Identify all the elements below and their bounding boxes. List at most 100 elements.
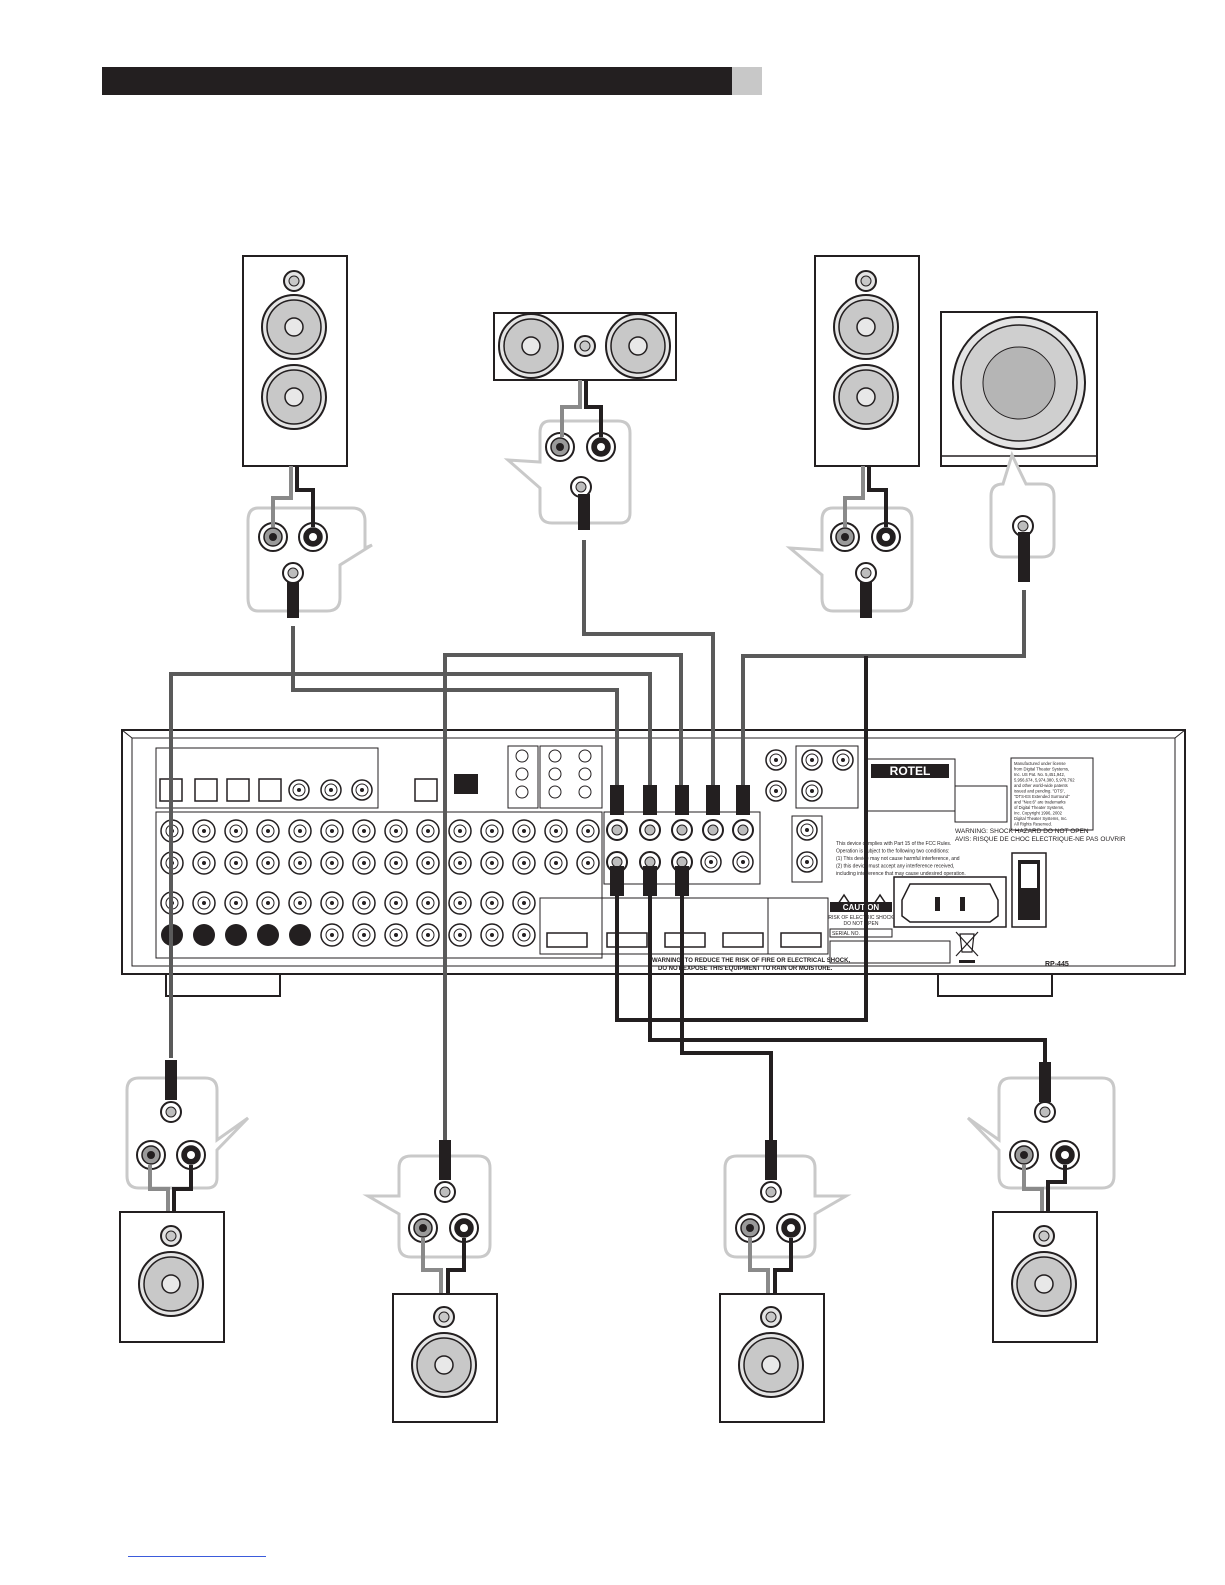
rca-jack bbox=[384, 891, 408, 915]
subwoofer bbox=[940, 311, 1098, 467]
front-right-callout bbox=[785, 466, 914, 613]
surround-back-left-speaker bbox=[392, 1293, 498, 1423]
rca-jack bbox=[320, 819, 344, 843]
rca-jack bbox=[352, 819, 376, 843]
dts-license-line: Inc. Copyright 1996, 2002 bbox=[1014, 811, 1063, 816]
dts-license-line: Digital Theater Systems, Inc. bbox=[1014, 816, 1067, 821]
rca-jack bbox=[192, 851, 216, 875]
rca-jack bbox=[288, 819, 312, 843]
zone-jacks bbox=[507, 745, 603, 809]
rca-jack bbox=[480, 819, 504, 843]
rca-jack bbox=[320, 891, 344, 915]
rca-jack bbox=[192, 891, 216, 915]
fcc-text: This device complies with Part 15 of the… bbox=[836, 841, 966, 877]
shock-warning-fr: AVIS: RISQUE DE CHOC ELECTRIQUE-NE PAS O… bbox=[955, 836, 1126, 843]
center-callout bbox=[503, 380, 632, 525]
rca-jack bbox=[288, 851, 312, 875]
rca-jack bbox=[352, 891, 376, 915]
fcc-line: Operation is subject to the following tw… bbox=[836, 849, 949, 855]
dts-license-line: and "Neo:6" are trademarks bbox=[1014, 800, 1066, 805]
rca-jack bbox=[480, 923, 504, 947]
rca-jack bbox=[320, 923, 344, 947]
dts-license-line: All Rights Reserved. bbox=[1014, 822, 1052, 827]
s-video-jack bbox=[225, 924, 247, 946]
rca-jack bbox=[320, 851, 344, 875]
rca-jack bbox=[448, 923, 472, 947]
cables bbox=[169, 540, 1047, 1140]
s-video-jack bbox=[257, 924, 279, 946]
rca-jack bbox=[448, 819, 472, 843]
rca-jack bbox=[288, 891, 312, 915]
bottom-rule bbox=[128, 1556, 266, 1557]
digital-input-section bbox=[155, 747, 478, 809]
analog-input-grid bbox=[155, 811, 603, 959]
rca-jack bbox=[416, 851, 440, 875]
subwoofer-callout bbox=[989, 450, 1056, 559]
rca-jack bbox=[480, 851, 504, 875]
rca-jack bbox=[416, 819, 440, 843]
header-bar bbox=[102, 67, 732, 95]
s-video-jack bbox=[193, 924, 215, 946]
rca-jack bbox=[416, 923, 440, 947]
fcc-line: This device complies with Part 15 of the… bbox=[836, 841, 951, 847]
rca-jack bbox=[480, 891, 504, 915]
dts-license-line: and other world-wide patents bbox=[1014, 783, 1068, 788]
surround-back-left-callout bbox=[362, 1140, 492, 1294]
serial-label: SERIAL NO. bbox=[832, 931, 860, 937]
weee-bin-icon bbox=[955, 931, 979, 963]
front-left-callout bbox=[246, 466, 373, 613]
fcc-line: (2) this device must accept any interfer… bbox=[836, 864, 954, 870]
caution-title: CAUTION bbox=[843, 903, 880, 912]
rca-jack bbox=[256, 851, 280, 875]
rca-jack bbox=[576, 819, 600, 843]
dts-license-line: Inc. US Pat. No. 5,451,942, bbox=[1014, 772, 1065, 777]
dts-license-line: from Digital Theater Systems, bbox=[1014, 767, 1069, 772]
caution-line2: DO NOT OPEN bbox=[844, 921, 879, 927]
rca-jack bbox=[416, 891, 440, 915]
speaker-end-plugs bbox=[287, 494, 1030, 618]
rca-jack bbox=[256, 819, 280, 843]
surround-left-speaker bbox=[119, 1211, 225, 1343]
center-speaker bbox=[493, 312, 677, 381]
shock-warning-en: WARNING: SHOCK HAZARD DO NOT OPEN bbox=[955, 828, 1089, 835]
rca-jack bbox=[544, 851, 568, 875]
rca-jack bbox=[512, 819, 536, 843]
s-video-jack bbox=[289, 924, 311, 946]
rca-jack bbox=[448, 891, 472, 915]
rca-jack bbox=[256, 891, 280, 915]
rca-jack bbox=[512, 923, 536, 947]
rca-jack bbox=[576, 851, 600, 875]
dts-license-line: 5,956,674, 5,974,380, 5,978,762 bbox=[1014, 778, 1075, 783]
rca-jack bbox=[224, 851, 248, 875]
front-left-speaker bbox=[242, 255, 348, 467]
warning-line1: WARNING: TO REDUCE THE RISK OF FIRE OR E… bbox=[652, 958, 850, 964]
dts-license-line: issued and pending. "DTS", bbox=[1014, 789, 1065, 794]
header-tab bbox=[732, 67, 762, 95]
fcc-line: (1) This device may not cause harmful in… bbox=[836, 856, 960, 862]
model-label: RP-445 bbox=[1045, 961, 1069, 968]
caution-line1: RISK OF ELECTRIC SHOCK bbox=[828, 915, 894, 921]
rca-jack bbox=[352, 923, 376, 947]
dts-license-line: "DTS-ES Extended Surround" bbox=[1014, 794, 1070, 799]
fcc-line: including interference that may cause un… bbox=[836, 871, 966, 877]
rca-jack bbox=[384, 819, 408, 843]
rca-jack bbox=[512, 891, 536, 915]
dts-license-line: of Digital Theater Systems, bbox=[1014, 805, 1064, 810]
surround-right-callout bbox=[966, 1062, 1116, 1212]
brand-label: ROTEL bbox=[890, 764, 931, 778]
surround-left-callout bbox=[125, 1060, 250, 1212]
rca-jack bbox=[192, 819, 216, 843]
rca-jack bbox=[224, 819, 248, 843]
surround-back-right-callout bbox=[723, 1140, 852, 1294]
rca-jack bbox=[448, 851, 472, 875]
dts-license-line: Manufactured under license bbox=[1014, 761, 1066, 766]
front-right-speaker bbox=[814, 255, 920, 467]
rca-jack bbox=[512, 851, 536, 875]
surround-right-speaker bbox=[992, 1211, 1098, 1343]
rca-jack bbox=[544, 819, 568, 843]
output-plugs bbox=[606, 785, 754, 896]
